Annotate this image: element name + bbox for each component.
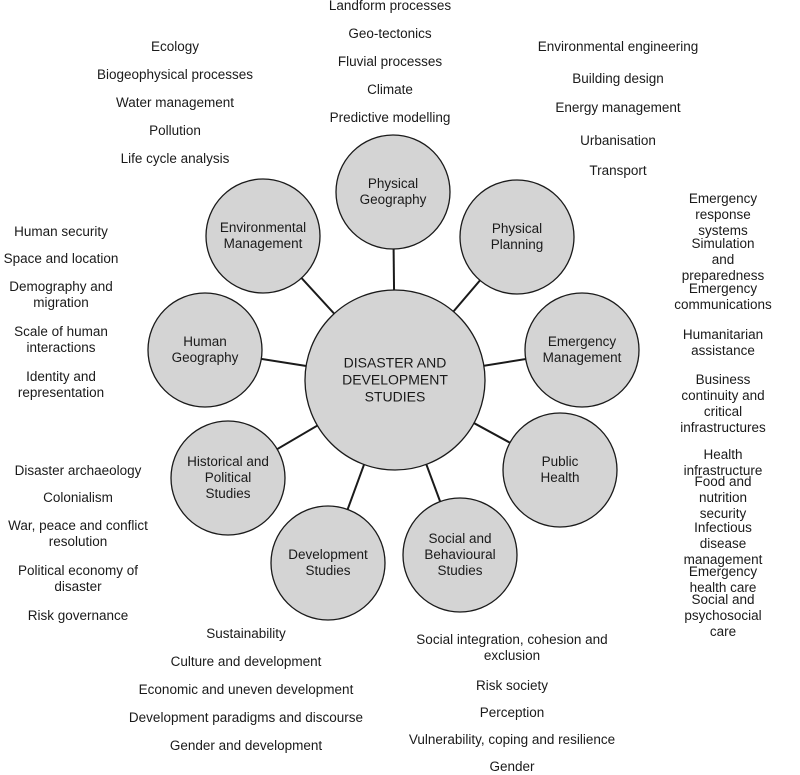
topic-item: Sustainability xyxy=(206,626,286,641)
node-label-physical-planning: Physical Planning xyxy=(490,221,544,252)
topic-item: Vulnerability, coping and resilience xyxy=(408,732,616,747)
node-label-physical-geography: Physical Geography xyxy=(359,176,427,207)
node-circle-human-geography xyxy=(147,292,263,408)
node-label-environmental-management: Environmental Management xyxy=(219,220,307,251)
topic-item: Predictive modelling xyxy=(329,110,451,125)
node-circle-social-behavioural xyxy=(402,497,518,613)
node-circle-public-health xyxy=(502,412,618,528)
topic-item: Life cycle analysis xyxy=(120,151,230,166)
node-label-social-behavioural: Social and Behavioural Studies xyxy=(424,531,496,578)
node-circle-physical-geography xyxy=(335,134,451,250)
topic-item: Gender xyxy=(489,759,535,774)
topic-item: Development paradigms and discourse xyxy=(128,710,364,725)
node-circle-physical-planning xyxy=(459,179,575,295)
topic-item: Social and psychosocial care xyxy=(684,592,762,639)
topic-item: Simulation and preparedness xyxy=(681,236,765,283)
topic-item: Energy management xyxy=(555,100,681,115)
topic-item: Space and location xyxy=(3,251,119,266)
topic-item: Geo-tectonics xyxy=(348,26,432,41)
topic-item: Culture and development xyxy=(170,654,322,669)
topic-item: Ecology xyxy=(150,39,200,54)
topic-item: Perception xyxy=(479,705,545,720)
topic-item: War, peace and conflict resolution xyxy=(8,518,148,549)
topic-item: Transport xyxy=(589,163,647,178)
topic-item: Climate xyxy=(367,82,413,97)
topic-item: Humanitarian assistance xyxy=(682,327,764,358)
center-label: DISASTER AND DEVELOPMENT STUDIES xyxy=(342,354,448,405)
node-label-historical-political: Historical and Political Studies xyxy=(187,454,269,501)
topic-item: Pollution xyxy=(149,123,201,138)
node-label-emergency-management: Emergency Management xyxy=(542,334,622,365)
topic-item: Emergency communications xyxy=(674,281,772,312)
topic-item: Business continuity and critical infrast… xyxy=(680,372,766,435)
topic-item: Infectious disease management xyxy=(683,520,763,567)
topic-item: Gender and development xyxy=(169,738,323,753)
topic-item: Emergency response systems xyxy=(688,191,758,238)
topic-item: Urbanisation xyxy=(580,133,656,148)
topic-item: Social integration, cohesion and exclusi… xyxy=(416,632,608,663)
topic-item: Environmental engineering xyxy=(537,39,699,54)
topic-item: Human security xyxy=(14,224,108,239)
node-circle-emergency-management xyxy=(524,292,640,408)
topic-item: Biogeophysical processes xyxy=(96,67,254,82)
topic-item: Political economy of disaster xyxy=(17,563,139,594)
topic-item: Emergency health care xyxy=(688,564,758,595)
topic-item: Food and nutrition security xyxy=(694,474,752,521)
topic-item: Disaster archaeology xyxy=(14,463,142,478)
center-circle xyxy=(304,289,486,471)
topic-item: Risk society xyxy=(475,678,549,693)
node-circle-historical-political xyxy=(170,420,286,536)
topic-item: Landform processes xyxy=(328,0,452,13)
topic-item: Fluvial processes xyxy=(337,54,443,69)
topic-item: Economic and uneven development xyxy=(138,682,354,697)
topic-item: Health infrastructure xyxy=(683,447,763,478)
node-label-development-studies: Development Studies xyxy=(288,547,368,578)
topic-item: Demography and migration xyxy=(9,279,113,310)
topic-item: Building design xyxy=(572,71,664,86)
node-circle-environmental-management xyxy=(205,178,321,294)
topic-item: Scale of human interactions xyxy=(14,324,108,355)
topic-item: Identity and representation xyxy=(17,369,105,400)
node-label-public-health: Public Health xyxy=(540,454,580,485)
node-label-human-geography: Human Geography xyxy=(171,334,239,365)
node-circle-development-studies xyxy=(270,505,386,621)
topic-item: Risk governance xyxy=(27,608,129,623)
topic-item: Colonialism xyxy=(43,490,113,505)
topic-item: Water management xyxy=(115,95,235,110)
